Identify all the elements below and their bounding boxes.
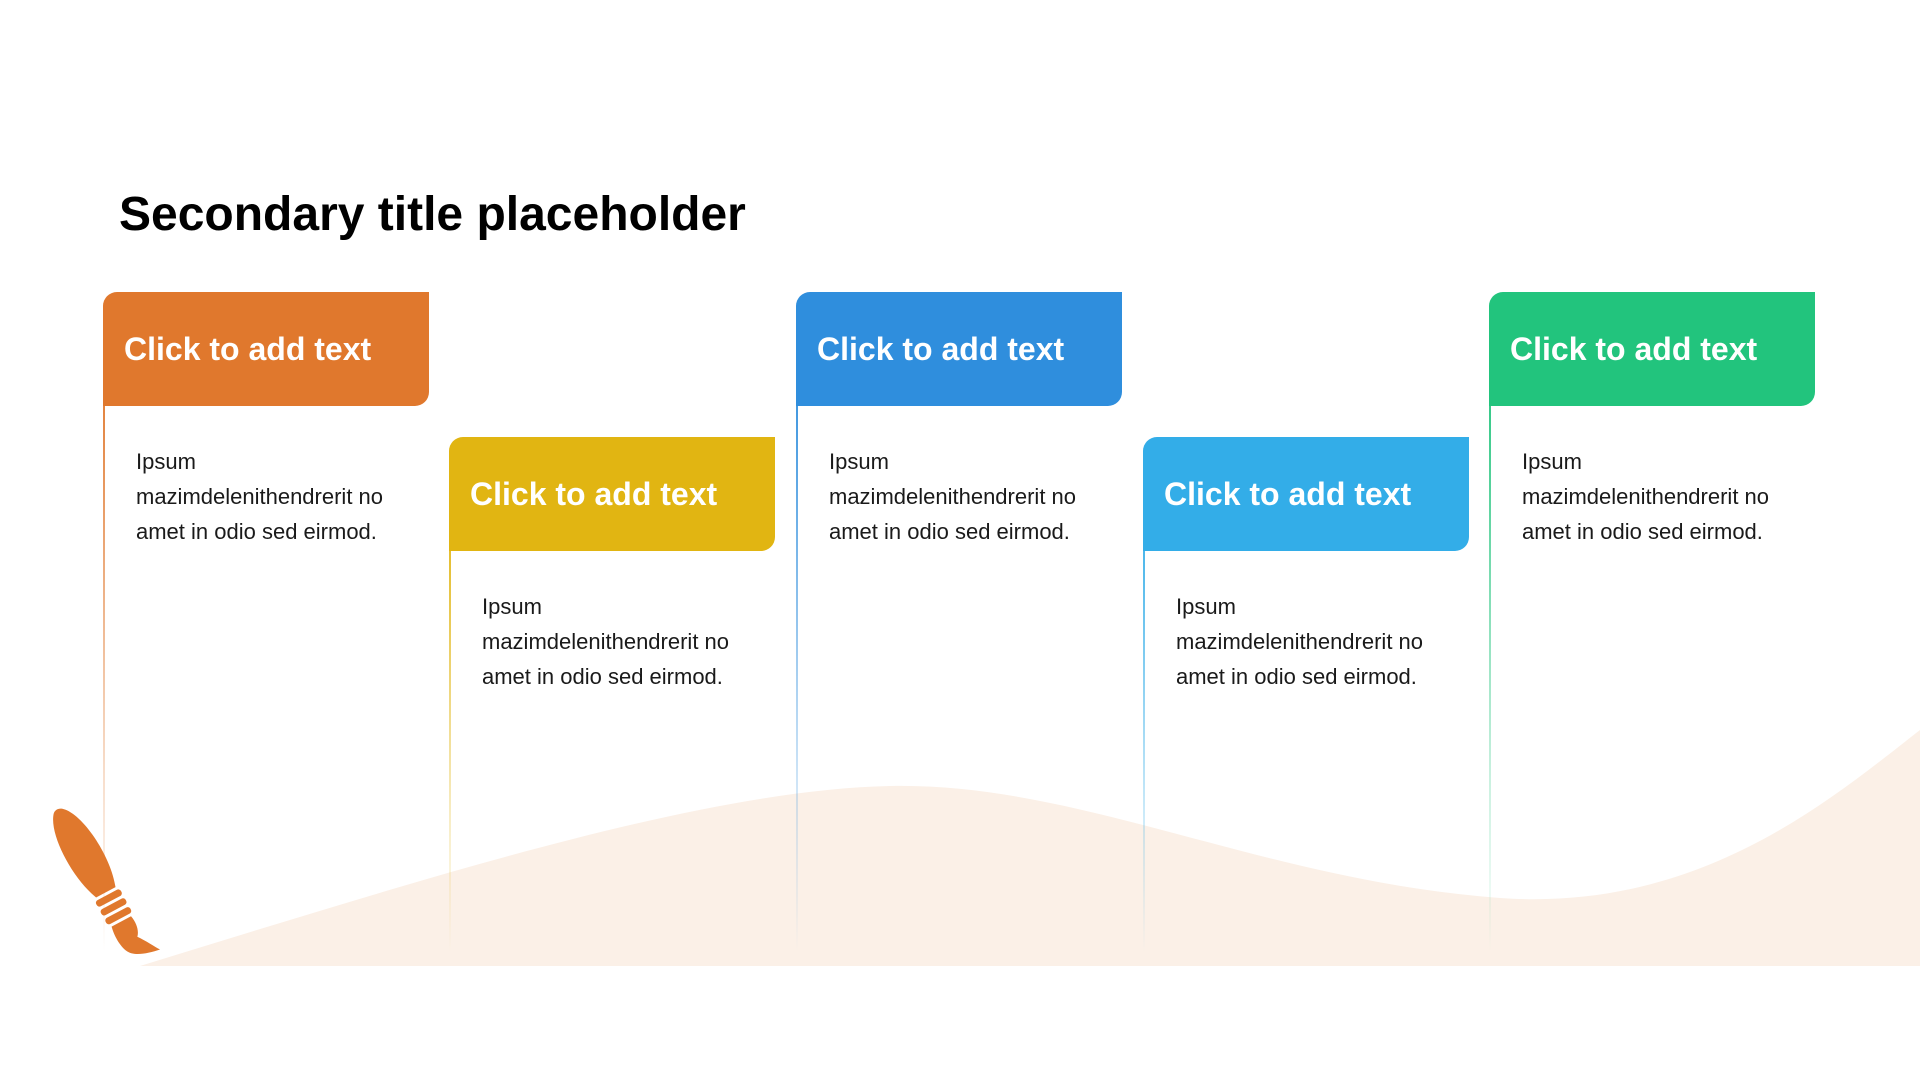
timeline-step-4: Click to add text Ipsum mazimdelenithend… bbox=[1143, 437, 1469, 957]
brush-handle bbox=[111, 916, 161, 955]
step-2-heading[interactable]: Click to add text bbox=[470, 476, 718, 512]
step-3-text[interactable]: Ipsum mazimdelenithendrerit no amet in o… bbox=[829, 449, 1077, 544]
wave-shape bbox=[140, 730, 1920, 966]
step-2-text[interactable]: Ipsum mazimdelenithendrerit no amet in o… bbox=[482, 594, 730, 689]
step-1-pole bbox=[103, 352, 105, 952]
step-3-pole bbox=[796, 352, 798, 952]
timeline-step-3: Click to add text Ipsum mazimdelenithend… bbox=[796, 292, 1122, 952]
timeline-step-1: Click to add text Ipsum mazimdelenithend… bbox=[103, 292, 429, 952]
step-5-heading[interactable]: Click to add text bbox=[1510, 331, 1758, 367]
step-4-heading[interactable]: Click to add text bbox=[1164, 476, 1412, 512]
paintbrush-icon bbox=[53, 808, 161, 955]
timeline-step-2: Click to add text Ipsum mazimdelenithend… bbox=[449, 437, 775, 957]
step-3-heading[interactable]: Click to add text bbox=[817, 331, 1065, 367]
step-4-pole bbox=[1143, 497, 1145, 952]
step-5-text[interactable]: Ipsum mazimdelenithendrerit no amet in o… bbox=[1522, 449, 1770, 544]
step-5-pole bbox=[1489, 352, 1491, 952]
brush-band-1 bbox=[95, 889, 122, 907]
page-title[interactable]: Secondary title placeholder bbox=[119, 188, 746, 241]
step-2-pole bbox=[449, 497, 451, 952]
step-5-flag: Click to add text bbox=[1489, 292, 1815, 406]
step-1-heading[interactable]: Click to add text bbox=[124, 331, 372, 367]
step-1-flag: Click to add text bbox=[103, 292, 429, 406]
step-1-text[interactable]: Ipsum mazimdelenithendrerit no amet in o… bbox=[136, 449, 384, 544]
brush-head bbox=[53, 808, 116, 898]
brush-band-3 bbox=[105, 907, 132, 925]
timeline-step-5: Click to add text Ipsum mazimdelenithend… bbox=[1489, 292, 1815, 952]
step-4-text[interactable]: Ipsum mazimdelenithendrerit no amet in o… bbox=[1176, 594, 1424, 689]
brush-band-2 bbox=[100, 898, 127, 916]
step-2-flag: Click to add text bbox=[449, 437, 775, 551]
step-3-flag: Click to add text bbox=[796, 292, 1122, 406]
step-4-flag: Click to add text bbox=[1143, 437, 1469, 551]
